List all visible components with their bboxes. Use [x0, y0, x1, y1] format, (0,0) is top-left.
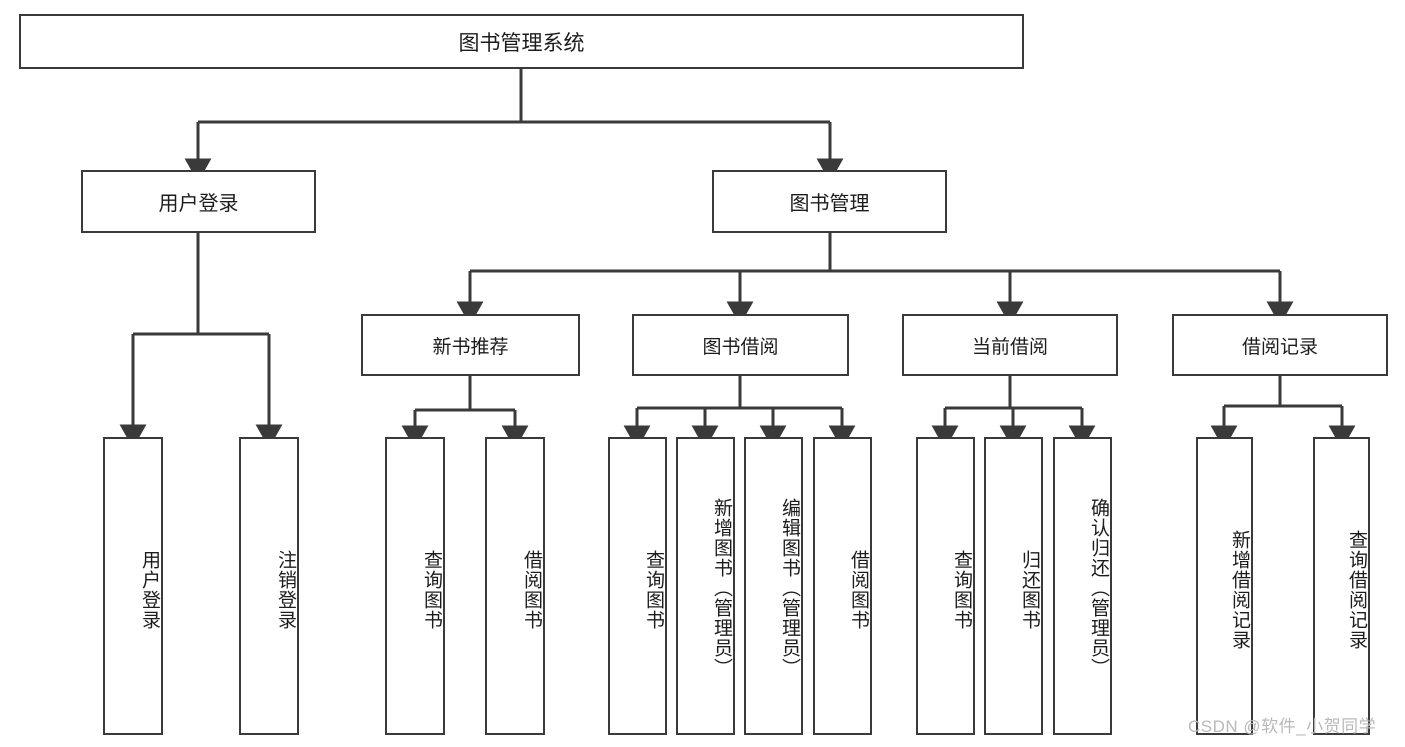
- leaf-return-book[interactable]: 归还图书: [984, 437, 1043, 735]
- leaf-add-borrow-record[interactable]: 新增借阅记录: [1196, 437, 1253, 735]
- node-label: 借阅记录: [1241, 336, 1318, 358]
- leaf-borrow-book-recommend[interactable]: 借阅图书: [485, 437, 545, 735]
- leaf-label: 归还图书: [1019, 550, 1040, 630]
- node-borrow-record[interactable]: 借阅记录: [1172, 314, 1388, 376]
- node-current-borrow[interactable]: 当前借阅: [902, 314, 1118, 376]
- leaf-query-borrow-record[interactable]: 查询借阅记录: [1313, 437, 1370, 735]
- csdn-watermark: CSDN @软件_小贺同学: [1188, 717, 1377, 736]
- leaf-edit-book-admin[interactable]: 编辑图书（管理员）: [744, 437, 803, 735]
- node-book-management[interactable]: 图书管理: [712, 170, 947, 233]
- leaf-query-book-recommend[interactable]: 查询图书: [385, 437, 445, 735]
- leaf-label: 新增借阅记录: [1229, 530, 1250, 650]
- leaf-label: 查询借阅记录: [1346, 530, 1367, 650]
- node-label: 当前借阅: [971, 336, 1048, 358]
- node-label: 图书管理: [789, 193, 870, 215]
- node-label: 图书管理系统: [458, 31, 585, 55]
- leaf-label: 查询图书: [951, 550, 972, 630]
- leaf-label: 确认归还（管理员）: [1088, 498, 1109, 678]
- node-user-login[interactable]: 用户登录: [81, 170, 316, 233]
- leaf-label: 查询图书: [643, 550, 664, 630]
- node-label: 用户登录: [158, 193, 239, 215]
- leaf-query-book-borrow[interactable]: 查询图书: [608, 437, 667, 735]
- leaf-user-login[interactable]: 用户登录: [103, 437, 163, 735]
- node-label: 新书推荐: [432, 336, 509, 358]
- node-book-borrow[interactable]: 图书借阅: [632, 314, 849, 376]
- leaf-query-book-current[interactable]: 查询图书: [916, 437, 975, 735]
- leaf-logout-login[interactable]: 注销登录: [239, 437, 299, 735]
- leaf-label: 编辑图书（管理员）: [779, 498, 800, 678]
- leaf-borrow-book[interactable]: 借阅图书: [813, 437, 872, 735]
- leaf-add-book-admin[interactable]: 新增图书（管理员）: [676, 437, 735, 735]
- node-new-book-recommend[interactable]: 新书推荐: [361, 314, 580, 376]
- node-label: 图书借阅: [702, 336, 779, 358]
- leaf-label: 注销登录: [275, 550, 296, 630]
- leaf-label: 查询图书: [421, 550, 442, 630]
- leaf-label: 借阅图书: [521, 550, 542, 630]
- leaf-label: 新增图书（管理员）: [711, 498, 732, 678]
- leaf-confirm-return-admin[interactable]: 确认归还（管理员）: [1053, 437, 1112, 735]
- leaf-label: 用户登录: [139, 550, 160, 630]
- node-root-book-management-system[interactable]: 图书管理系统: [19, 14, 1024, 69]
- leaf-label: 借阅图书: [848, 550, 869, 630]
